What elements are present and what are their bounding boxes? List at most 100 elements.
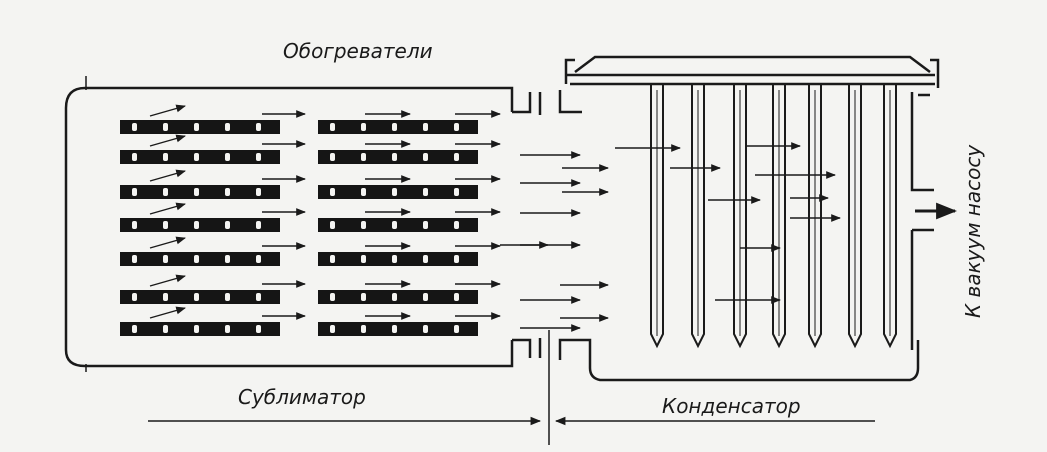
tray-slot <box>225 188 230 196</box>
flow-arrow <box>149 274 186 287</box>
tray-slot <box>225 221 230 229</box>
tray-row2-col2 <box>318 150 478 164</box>
tray-slot <box>194 221 199 229</box>
tray-slot <box>132 293 137 301</box>
tray-slot <box>330 123 335 131</box>
flow-arrow <box>149 169 186 182</box>
condenser-tube-5 <box>808 84 822 349</box>
tray-slot <box>256 255 261 263</box>
tray-slot <box>361 255 366 263</box>
tray-slot <box>132 255 137 263</box>
tray-row5-col2 <box>318 252 478 266</box>
tray-slot <box>361 325 366 333</box>
tray-slot <box>194 255 199 263</box>
tray-slot <box>392 188 397 196</box>
flow-arrow <box>149 104 186 117</box>
tray-slot <box>330 293 335 301</box>
condenser-tube-2 <box>691 84 705 349</box>
tray-row2-col1 <box>120 150 280 164</box>
tray-slot <box>132 153 137 161</box>
condenser-tube-6 <box>848 84 862 349</box>
condenser-label: Конденсатор <box>662 394 801 418</box>
flow-arrow <box>149 236 186 249</box>
tray-slot <box>361 293 366 301</box>
tray-slot <box>132 221 137 229</box>
tray-slot <box>330 325 335 333</box>
tray-slot <box>454 221 459 229</box>
condenser-housing <box>564 55 940 382</box>
sublimator-chamber <box>64 86 514 368</box>
tray-slot <box>163 325 168 333</box>
tray-slot <box>454 123 459 131</box>
tray-slot <box>225 123 230 131</box>
flow-arrow <box>149 202 186 215</box>
condenser-tube-3 <box>733 84 747 349</box>
tray-row3-col1 <box>120 185 280 199</box>
tray-row1-col2 <box>318 120 478 134</box>
shelf-trays <box>120 120 478 336</box>
tray-slot <box>163 188 168 196</box>
tray-row4-col2 <box>318 218 478 232</box>
tray-slot <box>392 293 397 301</box>
tray-slot <box>330 221 335 229</box>
vacuum-pump-label: К вакуум насосу <box>961 144 985 318</box>
flow-arrow <box>149 134 186 147</box>
vapor-flow-arrows <box>149 104 841 332</box>
tray-slot <box>225 153 230 161</box>
tray-slot <box>454 153 459 161</box>
condenser-tube-1 <box>650 84 664 349</box>
tray-slot <box>330 188 335 196</box>
tray-slot <box>392 325 397 333</box>
tray-slot <box>330 153 335 161</box>
tray-slot <box>454 255 459 263</box>
tray-slot <box>132 123 137 131</box>
tray-slot <box>423 153 428 161</box>
tray-slot <box>194 293 199 301</box>
tray-slot <box>423 293 428 301</box>
flow-arrow <box>149 306 186 319</box>
tray-slot <box>256 153 261 161</box>
tray-row1-col1 <box>120 120 280 134</box>
sublimator-label: Сублиматор <box>238 385 366 409</box>
tray-row4-col1 <box>120 218 280 232</box>
tray-slot <box>454 325 459 333</box>
tray-slot <box>423 123 428 131</box>
tray-slot <box>361 153 366 161</box>
tray-slot <box>454 293 459 301</box>
tray-slot <box>225 293 230 301</box>
tray-slot <box>392 255 397 263</box>
tray-slot <box>392 153 397 161</box>
chamber-neck <box>512 90 582 445</box>
tray-slot <box>361 188 366 196</box>
tray-slot <box>423 188 428 196</box>
tray-slot <box>423 221 428 229</box>
tray-slot <box>225 255 230 263</box>
condenser-tubes <box>650 84 897 349</box>
heaters-label: Обогреватели <box>283 39 433 63</box>
tray-slot <box>256 325 261 333</box>
tray-slot <box>163 255 168 263</box>
tray-slot <box>132 325 137 333</box>
tray-slot <box>194 153 199 161</box>
tray-slot <box>392 221 397 229</box>
tray-row6-col2 <box>318 290 478 304</box>
condenser-tube-7 <box>883 84 897 349</box>
tray-slot <box>361 221 366 229</box>
tray-slot <box>132 188 137 196</box>
tray-slot <box>423 255 428 263</box>
tray-slot <box>392 123 397 131</box>
tray-slot <box>361 123 366 131</box>
tray-row5-col1 <box>120 252 280 266</box>
tray-slot <box>194 188 199 196</box>
tray-slot <box>163 153 168 161</box>
tray-row3-col2 <box>318 185 478 199</box>
tray-slot <box>330 255 335 263</box>
tray-slot <box>194 123 199 131</box>
tray-slot <box>163 123 168 131</box>
tray-slot <box>256 123 261 131</box>
tray-slot <box>256 188 261 196</box>
tray-slot <box>163 221 168 229</box>
tray-slot <box>194 325 199 333</box>
tray-row6-col1 <box>120 290 280 304</box>
